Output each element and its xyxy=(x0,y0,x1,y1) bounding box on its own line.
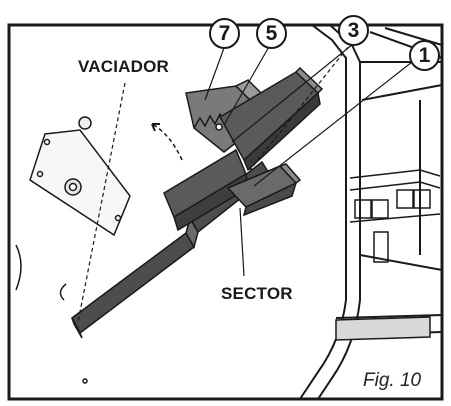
label-vaciador: VACIADOR xyxy=(78,57,170,76)
callout-3: 3 xyxy=(338,15,369,46)
callout-5: 5 xyxy=(256,18,287,49)
leader-lines xyxy=(77,39,413,323)
figure-frame xyxy=(7,23,444,401)
actuator-handle xyxy=(218,66,324,172)
interior-parts xyxy=(349,169,441,263)
callout-7: 7 xyxy=(209,18,240,49)
sector-block xyxy=(226,163,302,217)
label-sector: SECTOR xyxy=(221,284,293,303)
callout-1: 1 xyxy=(409,40,440,71)
rotation-arrow xyxy=(151,123,183,161)
bracket-plate xyxy=(29,116,131,237)
figure-caption: Fig. 10 xyxy=(363,370,422,391)
shaft xyxy=(335,316,431,341)
body-contour xyxy=(15,244,88,384)
